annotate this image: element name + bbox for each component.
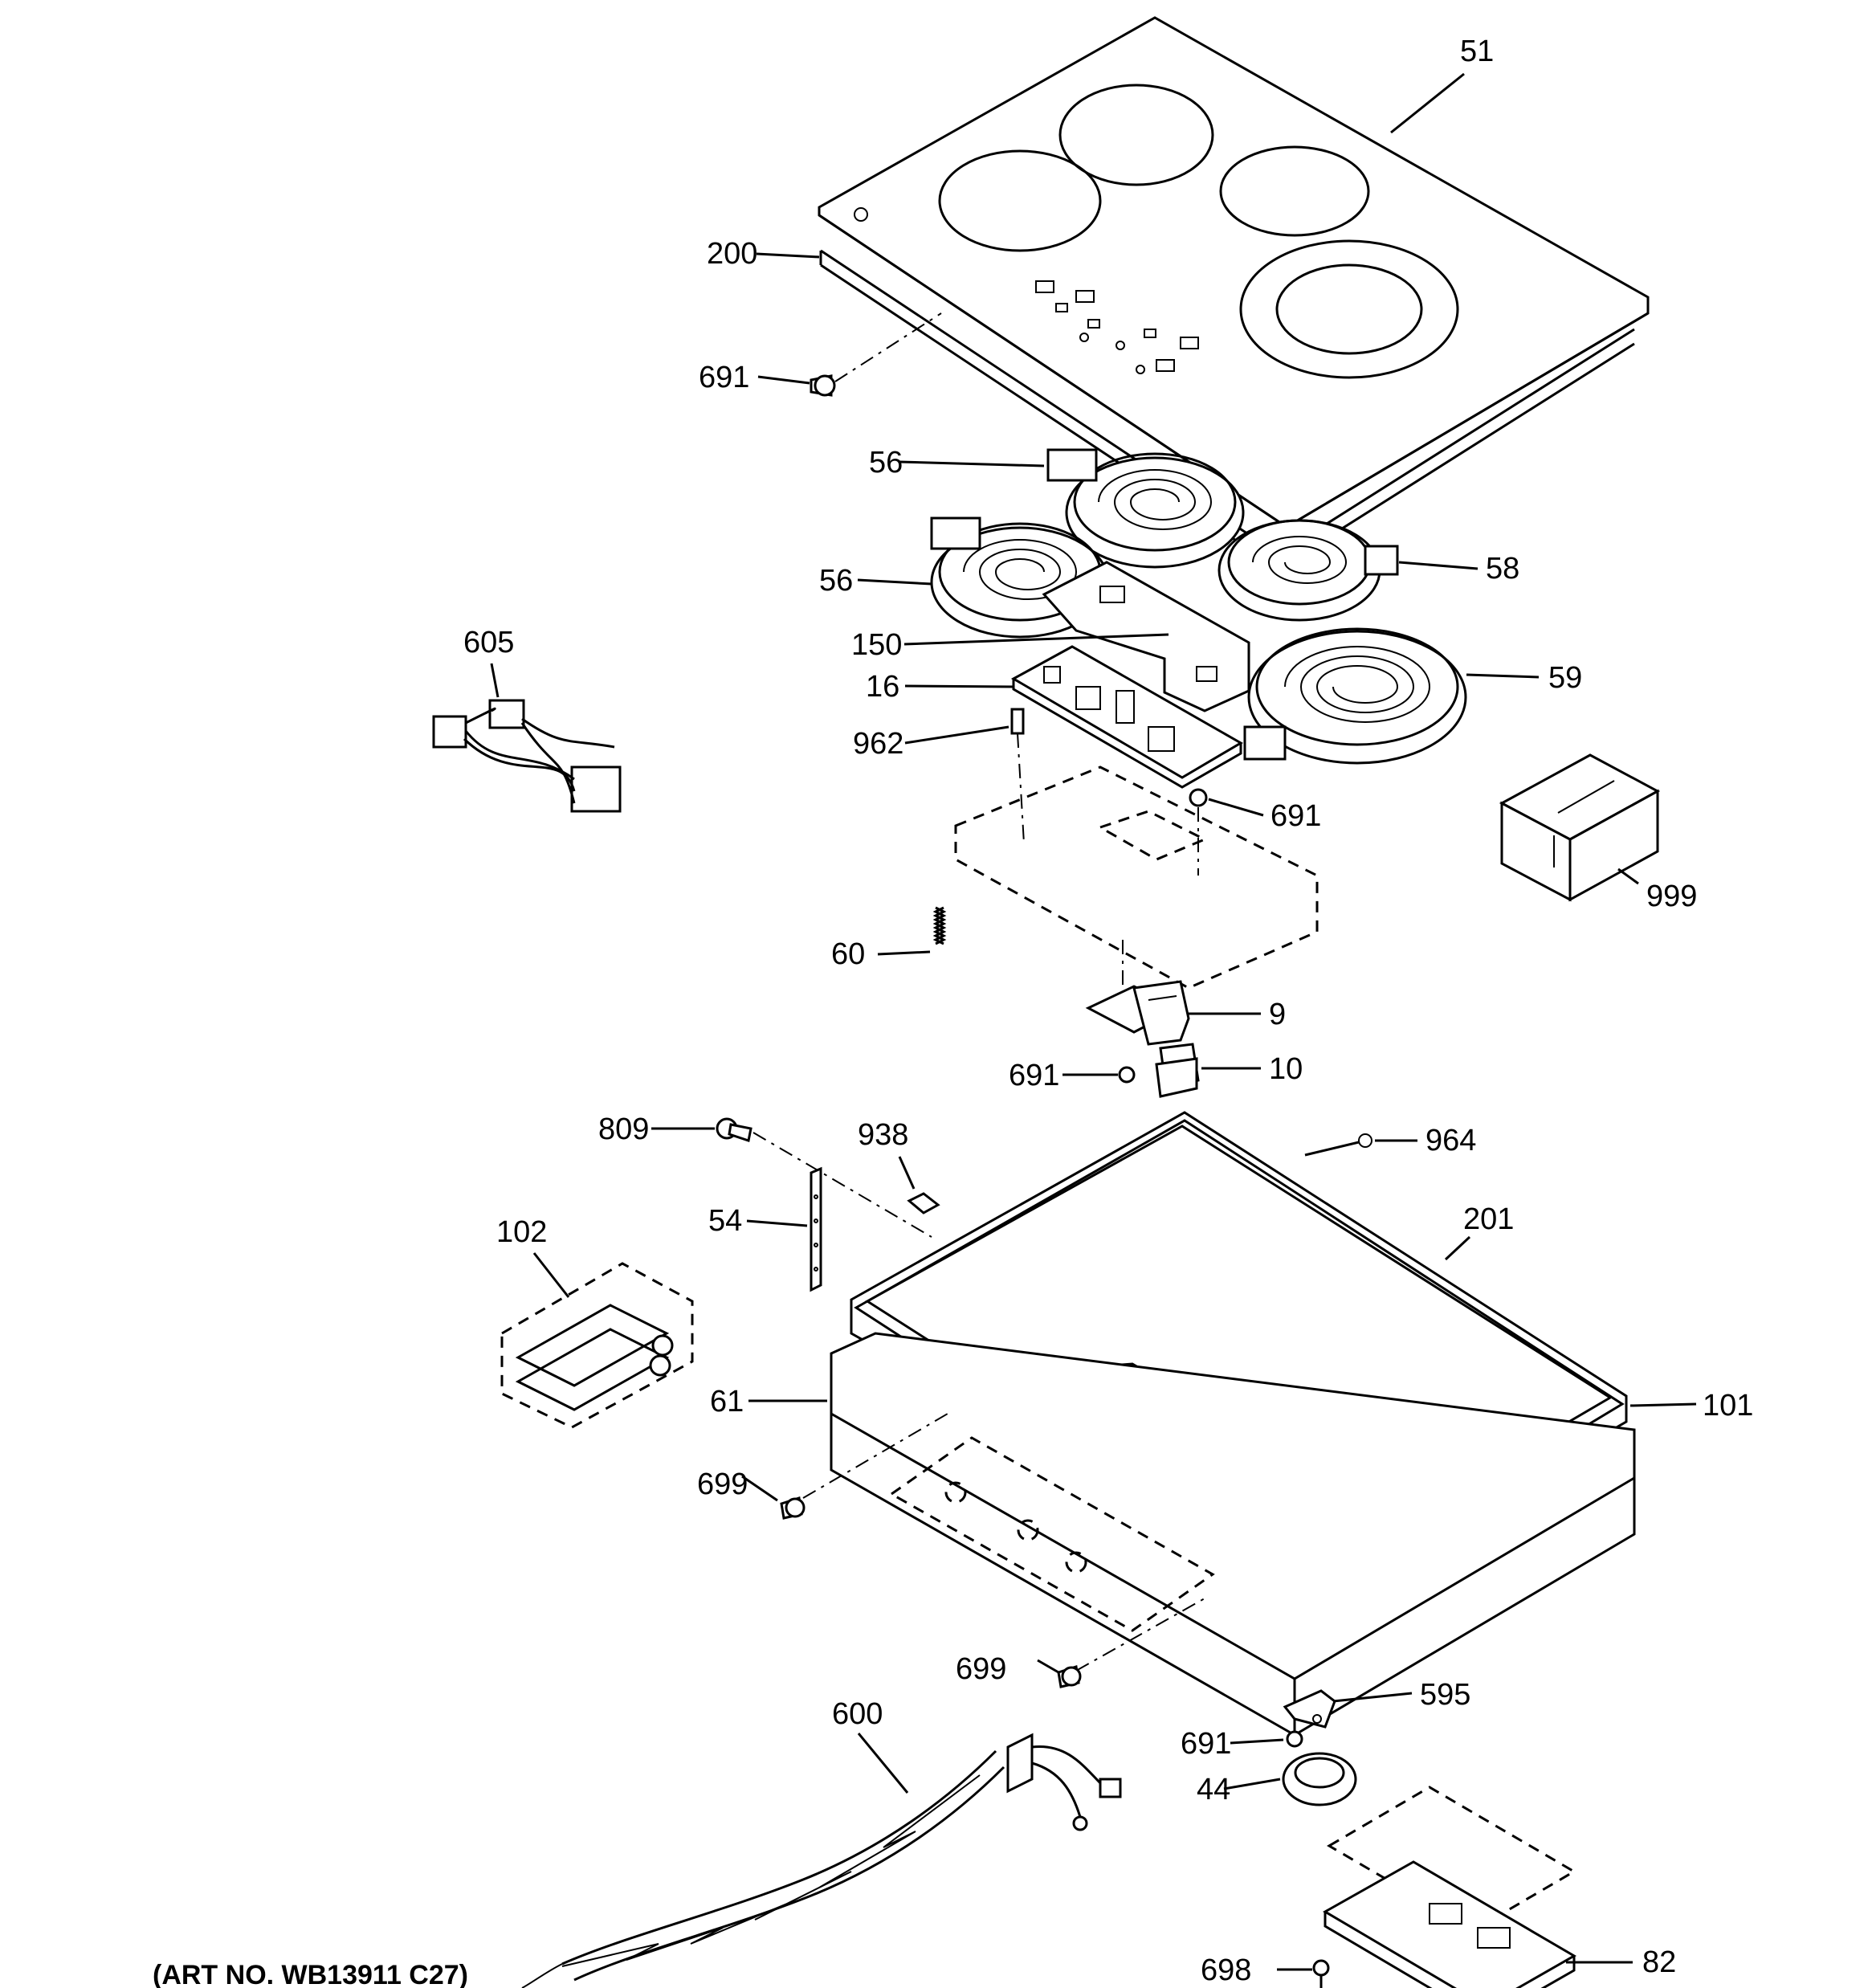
screw-691-switch-part[interactable]	[1118, 1066, 1136, 1084]
screw-809-part[interactable]	[716, 1117, 932, 1238]
callout-809: 809	[598, 1112, 649, 1146]
screw-691-pan-part[interactable]	[1189, 788, 1208, 876]
callout-10: 10	[1269, 1052, 1303, 1086]
callout-56: 56	[819, 564, 853, 598]
callout-691: 691	[1270, 799, 1321, 833]
callout-150: 150	[851, 628, 902, 662]
callout-200: 200	[707, 237, 757, 271]
callout-58: 58	[1486, 552, 1519, 586]
clip-938-part[interactable]	[907, 1192, 940, 1214]
callout-101: 101	[1703, 1389, 1753, 1423]
callout-labels: 51 200 691 56 56 58 150 16 59 962 605 69…	[463, 35, 1753, 1987]
ground-wire-964-part[interactable]	[1304, 1133, 1372, 1157]
switch-10-part[interactable]	[1155, 1043, 1200, 1098]
callout-699: 699	[956, 1652, 1006, 1686]
callout-999: 999	[1646, 880, 1697, 913]
bracket-595-part[interactable]	[1283, 1689, 1336, 1729]
callout-698: 698	[1201, 1953, 1251, 1987]
callout-54: 54	[708, 1204, 742, 1238]
spring-60-part[interactable]	[932, 906, 947, 945]
glass-cooktop-part[interactable]	[818, 16, 1650, 529]
callout-201: 201	[1463, 1202, 1514, 1236]
switch-bracket-9-part[interactable]	[1085, 980, 1190, 1046]
callout-699: 699	[697, 1468, 748, 1501]
temperature-sensor-part[interactable]	[1010, 708, 1025, 844]
callout-56: 56	[869, 446, 903, 480]
callout-595: 595	[1420, 1678, 1470, 1712]
callout-16: 16	[866, 670, 899, 704]
callout-59: 59	[1548, 661, 1582, 695]
callout-61: 61	[710, 1385, 744, 1419]
callout-44: 44	[1197, 1773, 1230, 1806]
wire-harness-605-part[interactable]	[432, 699, 622, 813]
power-cord-600-part[interactable]	[521, 1733, 1122, 1988]
screw-691-lower-part[interactable]	[1286, 1730, 1303, 1748]
leader-lines	[490, 72, 1697, 1971]
radiant-element-rear-part[interactable]	[1046, 448, 1245, 569]
screw-699-bottom-part[interactable]	[1057, 1665, 1082, 1688]
radiant-element-dual-part[interactable]	[1243, 627, 1467, 765]
internal-pan-part	[954, 765, 1319, 1012]
bracket-54-part[interactable]	[810, 1166, 822, 1292]
bottom-box-61-part[interactable]	[802, 1332, 1636, 1737]
control-module-82-part[interactable]	[1322, 1786, 1576, 1988]
callout-82: 82	[1642, 1945, 1676, 1979]
screw-699-left-part[interactable]	[780, 1496, 806, 1520]
screw-698-part[interactable]	[1312, 1959, 1330, 1988]
bushing-44-part[interactable]	[1282, 1752, 1357, 1806]
callout-962: 962	[853, 727, 903, 761]
callout-102: 102	[496, 1215, 547, 1249]
callout-605: 605	[463, 626, 514, 659]
callout-60: 60	[831, 937, 865, 971]
art-number-caption: (ART NO. WB13911 C27)	[153, 1960, 468, 1988]
callout-691: 691	[699, 361, 749, 394]
callout-691: 691	[1181, 1727, 1231, 1761]
radiant-element-small-part[interactable]	[1217, 519, 1399, 622]
package-box-part[interactable]	[1499, 753, 1661, 902]
callout-938: 938	[858, 1118, 908, 1152]
terminal-kit-102-part[interactable]	[500, 1262, 694, 1429]
callout-600: 600	[832, 1697, 883, 1731]
callout-691: 691	[1009, 1059, 1059, 1092]
callout-964: 964	[1425, 1124, 1476, 1157]
callout-51: 51	[1460, 35, 1494, 68]
callout-9: 9	[1269, 998, 1286, 1031]
screw-691-top-part[interactable]	[810, 312, 942, 397]
